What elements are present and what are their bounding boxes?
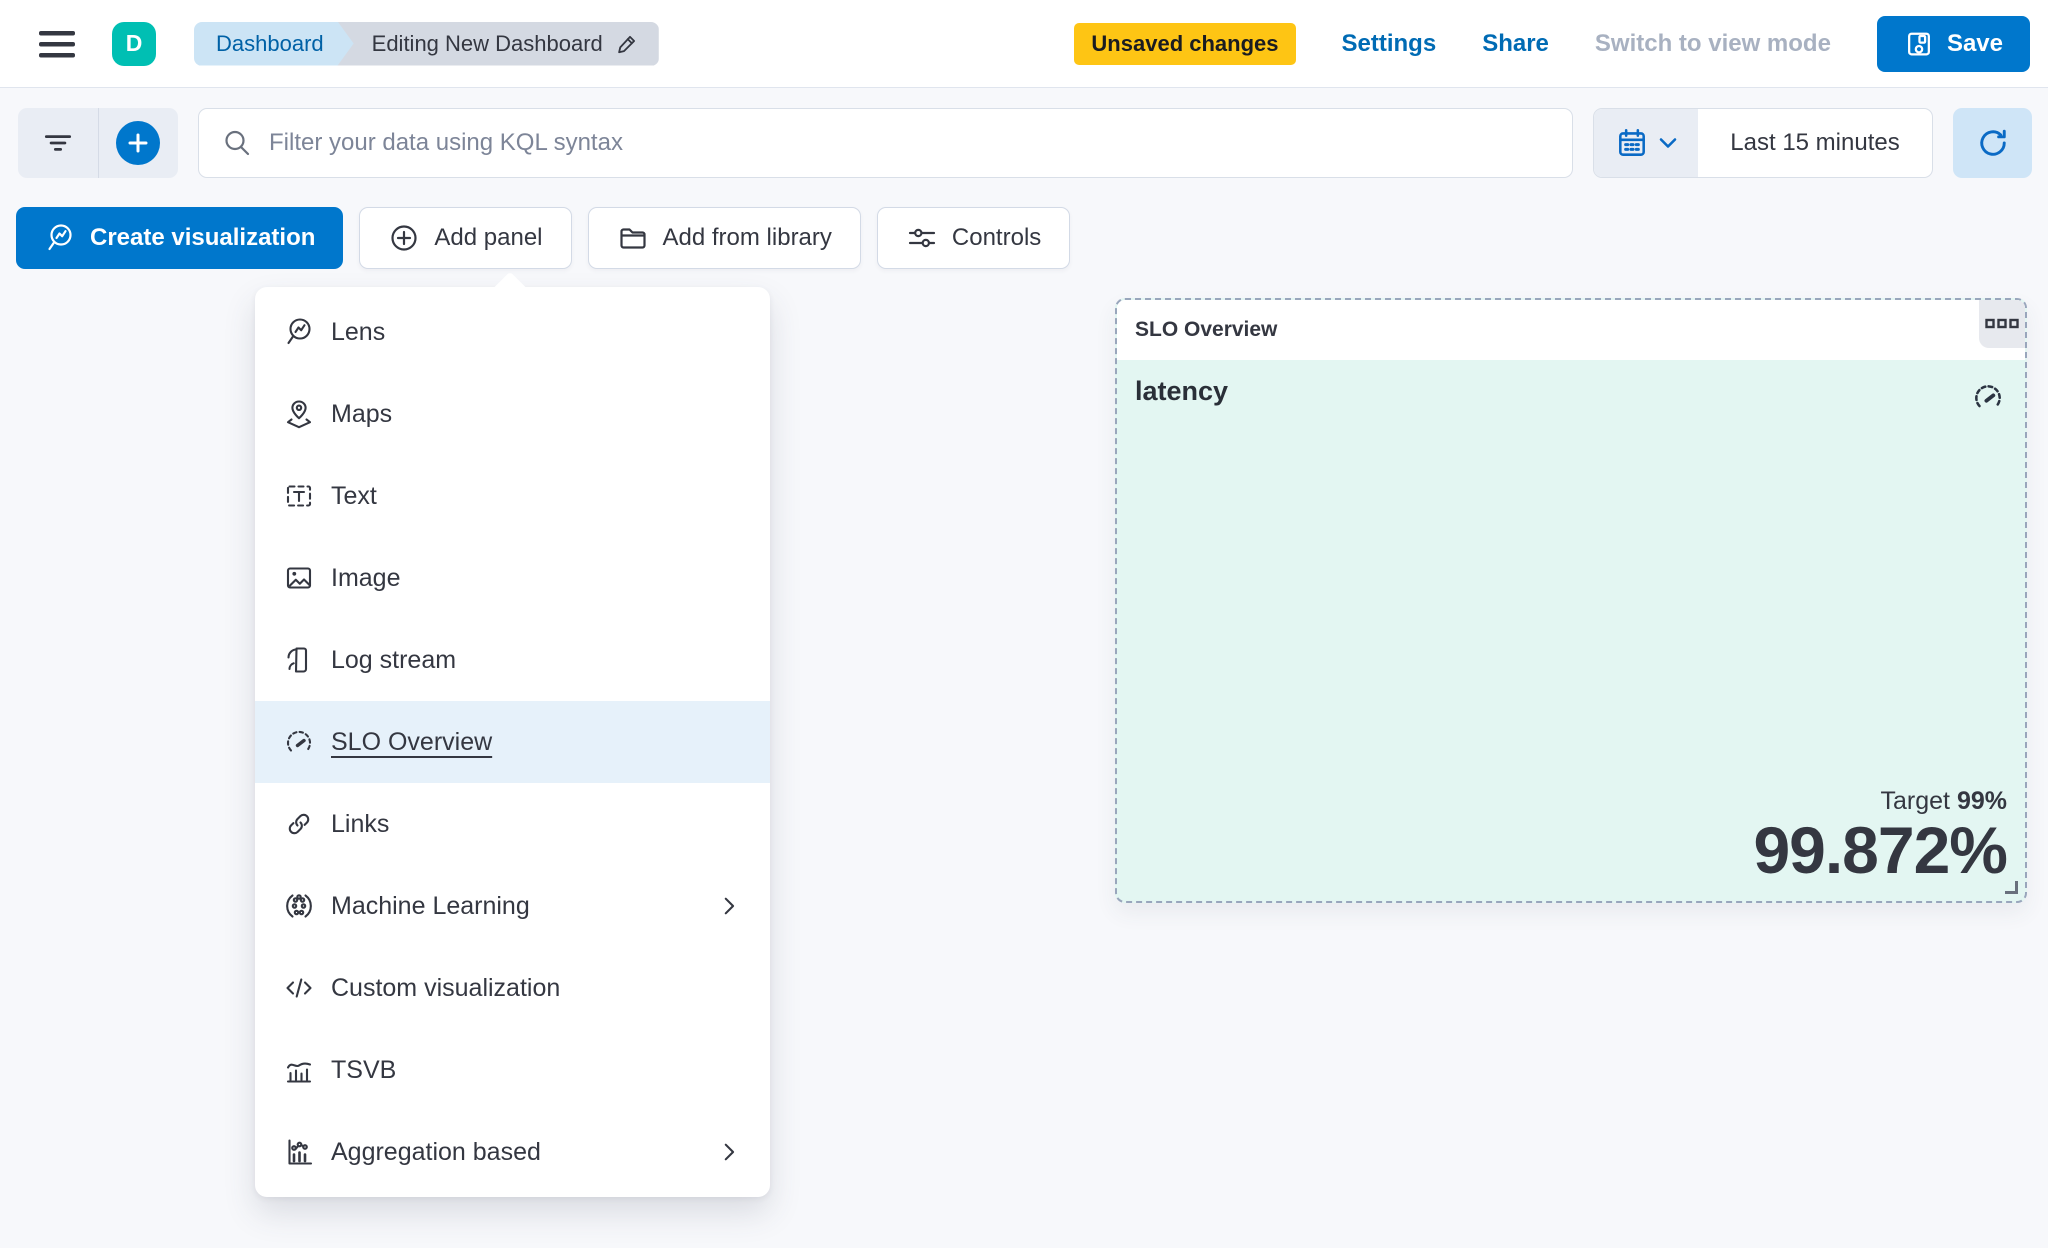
- menu-item-label: Custom visualization: [331, 973, 561, 1002]
- lens-icon: [283, 316, 315, 348]
- edit-icon: [615, 32, 639, 56]
- metric-header: latency: [1117, 360, 2025, 414]
- save-button[interactable]: Save: [1876, 15, 2030, 72]
- tsvb-icon: [283, 1054, 315, 1086]
- gauge-icon: [283, 726, 315, 758]
- image-icon: [283, 562, 315, 594]
- create-visualization-button[interactable]: Create visualization: [16, 207, 344, 269]
- time-picker: Last 15 minutes: [1593, 108, 1933, 178]
- slo-value-block: Target 99% 99.872%: [1753, 787, 2008, 888]
- metric-title: latency: [1135, 376, 1229, 406]
- machine-learning-icon: [283, 890, 315, 922]
- slo-overview-panel[interactable]: SLO Overview latency Target 99% 99.872%: [1115, 298, 2027, 903]
- menu-item-maps[interactable]: Maps: [255, 373, 770, 455]
- menu-item-lens[interactable]: Lens: [255, 291, 770, 373]
- add-from-library-button[interactable]: Add from library: [587, 207, 861, 269]
- chevron-right-icon: [716, 893, 742, 919]
- kql-search-bar: [198, 108, 1573, 178]
- menu-item-label: TSVB: [331, 1055, 397, 1084]
- filter-icon: [41, 126, 75, 160]
- time-picker-calendar-button[interactable]: [1594, 109, 1698, 177]
- lens-icon: [44, 222, 76, 254]
- header-actions: Unsaved changes Settings Share Switch to…: [1074, 15, 2032, 72]
- filter-button-group: [18, 108, 178, 178]
- settings-link[interactable]: Settings: [1341, 29, 1437, 57]
- text-icon: [283, 480, 315, 512]
- menu-item-links[interactable]: Links: [255, 783, 770, 865]
- chevron-down-icon: [1658, 136, 1678, 150]
- menu-item-label: Text: [331, 481, 377, 510]
- panel-resize-handle[interactable]: [2005, 881, 2018, 894]
- gauge-icon: [1971, 380, 2005, 414]
- controls-label: Controls: [951, 224, 1042, 251]
- menu-item-tsvb[interactable]: TSVB: [255, 1029, 770, 1111]
- breadcrumb: Dashboard Editing New Dashboard: [194, 21, 659, 66]
- chevron-right-icon: [716, 1139, 742, 1165]
- plus-in-circle-icon: [388, 222, 420, 254]
- save-icon: [1904, 29, 1934, 59]
- menu-item-label: Aggregation based: [331, 1137, 541, 1166]
- space-avatar[interactable]: D: [112, 21, 156, 66]
- add-filter-button[interactable]: [99, 108, 179, 178]
- menu-icon[interactable]: [38, 29, 76, 59]
- panel-options-button[interactable]: [1979, 300, 2025, 348]
- menu-item-label: Log stream: [331, 645, 457, 674]
- log-stream-icon: [283, 644, 315, 676]
- menu-item-custom-visualization[interactable]: Custom visualization: [255, 947, 770, 1029]
- top-header: D Dashboard Editing New Dashboard Unsave…: [0, 0, 2048, 88]
- menu-item-log-stream[interactable]: Log stream: [255, 619, 770, 701]
- add-panel-button[interactable]: Add panel: [359, 207, 572, 269]
- switch-view-mode-link[interactable]: Switch to view mode: [1594, 29, 1831, 57]
- search-icon: [221, 127, 253, 159]
- code-icon: [283, 972, 315, 1004]
- slo-value: 99.872%: [1753, 813, 2008, 888]
- menu-item-label: Maps: [331, 399, 393, 428]
- panel-title: SLO Overview: [1135, 318, 1278, 341]
- save-button-label: Save: [1946, 29, 2003, 57]
- share-link[interactable]: Share: [1482, 29, 1549, 57]
- slo-target: Target 99%: [1753, 787, 2007, 816]
- menu-item-label: Links: [331, 809, 390, 838]
- breadcrumb-current[interactable]: Editing New Dashboard: [335, 21, 659, 66]
- controls-button[interactable]: Controls: [876, 207, 1071, 269]
- unsaved-changes-badge: Unsaved changes: [1074, 22, 1296, 65]
- controls-icon: [906, 222, 938, 254]
- menu-item-label: Image: [331, 563, 401, 592]
- panel-header: SLO Overview: [1117, 300, 2025, 360]
- filter-button[interactable]: [18, 108, 99, 178]
- refresh-icon: [1975, 125, 2011, 161]
- add-panel-label: Add panel: [434, 224, 543, 251]
- folder-icon: [617, 222, 649, 254]
- breadcrumb-dashboard[interactable]: Dashboard: [194, 22, 354, 66]
- slo-target-value: 99%: [1956, 787, 2007, 816]
- space-avatar-letter: D: [125, 30, 143, 56]
- menu-item-aggregation-based[interactable]: Aggregation based: [255, 1111, 770, 1193]
- breadcrumb-current-label: Editing New Dashboard: [371, 30, 603, 56]
- time-range-value[interactable]: Last 15 minutes: [1730, 129, 1900, 156]
- menu-item-machine-learning[interactable]: Machine Learning: [255, 865, 770, 947]
- dashboard-toolbar: Create visualization Add panel Add from …: [16, 207, 1071, 269]
- menu-item-text[interactable]: Text: [255, 455, 770, 537]
- aggregation-icon: [283, 1136, 315, 1168]
- maps-icon: [283, 398, 315, 430]
- add-from-library-label: Add from library: [662, 224, 832, 251]
- plus-icon: [116, 121, 161, 165]
- calendar-icon: [1615, 126, 1649, 160]
- menu-item-label: Machine Learning: [331, 891, 530, 920]
- refresh-button[interactable]: [1953, 108, 2032, 178]
- create-visualization-label: Create visualization: [90, 224, 316, 251]
- menu-item-image[interactable]: Image: [255, 537, 770, 619]
- links-icon: [283, 808, 315, 840]
- menu-item-slo-overview[interactable]: SLO Overview: [255, 701, 770, 783]
- kql-search-input[interactable]: [269, 129, 1562, 157]
- menu-item-label: Lens: [331, 317, 386, 346]
- boxes-horizontal-icon: [1985, 318, 2019, 330]
- slo-target-label: Target: [1880, 787, 1957, 816]
- menu-item-label: SLO Overview: [331, 727, 493, 756]
- query-bar: Last 15 minutes: [18, 108, 2032, 178]
